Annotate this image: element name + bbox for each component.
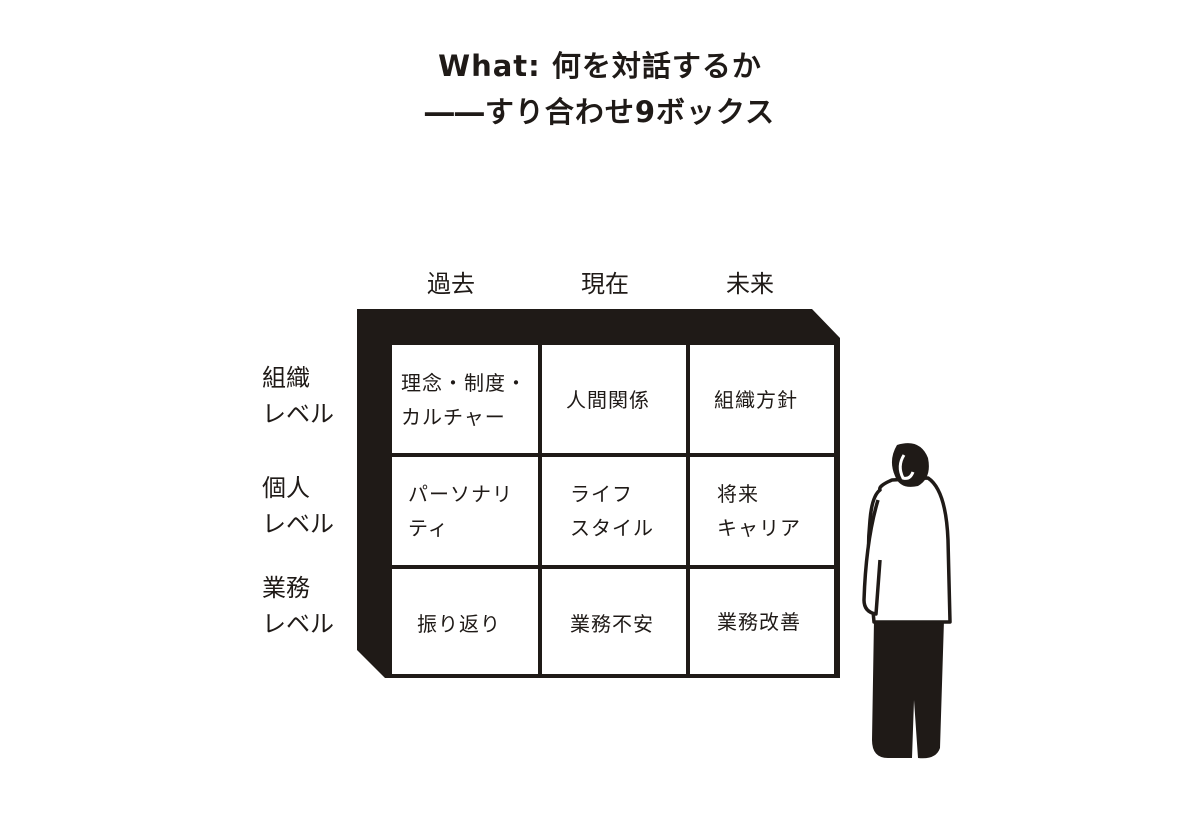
cell-present-work: 業務不安 bbox=[570, 607, 654, 641]
cell-present-organization: 人間関係 bbox=[566, 383, 650, 417]
row-header-individual-line1: 個人 bbox=[262, 474, 310, 502]
cell-future-organization-line1: 組織方針 bbox=[714, 388, 798, 412]
cell-past-work: 振り返り bbox=[417, 607, 501, 641]
cell-past-individual-line2: ティ bbox=[408, 516, 449, 540]
cell-past-individual: パーソナリ ティ bbox=[408, 477, 513, 545]
cell-future-work: 業務改善 bbox=[717, 605, 801, 639]
row-header-work-line2: レベル bbox=[262, 610, 334, 638]
cell-past-work-line1: 振り返り bbox=[417, 612, 501, 636]
cell-present-individual: ライフ スタイル bbox=[570, 477, 654, 545]
diagram-title-line1: What: 何を対話するか bbox=[438, 49, 762, 83]
cell-present-organization-line1: 人間関係 bbox=[566, 388, 650, 412]
cell-future-individual: 将来 キャリア bbox=[717, 477, 801, 545]
row-header-individual: 個人 レベル bbox=[262, 470, 362, 542]
cell-present-work-line1: 業務不安 bbox=[570, 612, 654, 636]
cell-past-individual-line1: パーソナリ bbox=[408, 482, 513, 506]
cell-present-individual-line1: ライフ bbox=[570, 482, 633, 506]
cell-past-organization: 理念・制度・ カルチャー bbox=[401, 366, 527, 434]
cell-present-individual-line2: スタイル bbox=[570, 516, 654, 540]
cell-past-organization-line2: カルチャー bbox=[401, 405, 506, 429]
column-header-past: 過去 bbox=[427, 270, 475, 298]
row-header-work: 業務 レベル bbox=[262, 570, 362, 642]
cell-future-individual-line2: キャリア bbox=[717, 516, 801, 540]
box-grid-face bbox=[388, 341, 838, 678]
column-header-future: 未来 bbox=[726, 270, 774, 298]
row-header-work-line1: 業務 bbox=[262, 574, 310, 602]
person-figure-icon bbox=[862, 443, 952, 759]
cell-future-individual-line1: 将来 bbox=[717, 482, 759, 506]
column-header-present: 現在 bbox=[581, 270, 629, 298]
row-header-organization-line1: 組織 bbox=[262, 364, 310, 392]
row-header-organization-line2: レベル bbox=[262, 400, 334, 428]
diagram-title-line2: ――すり合わせ9ボックス bbox=[424, 95, 776, 129]
row-header-organization: 組織 レベル bbox=[262, 360, 362, 432]
cell-future-organization: 組織方針 bbox=[714, 383, 798, 417]
cell-past-organization-line1: 理念・制度・ bbox=[401, 371, 527, 395]
row-header-individual-line2: レベル bbox=[262, 510, 334, 538]
cell-future-work-line1: 業務改善 bbox=[717, 610, 801, 634]
